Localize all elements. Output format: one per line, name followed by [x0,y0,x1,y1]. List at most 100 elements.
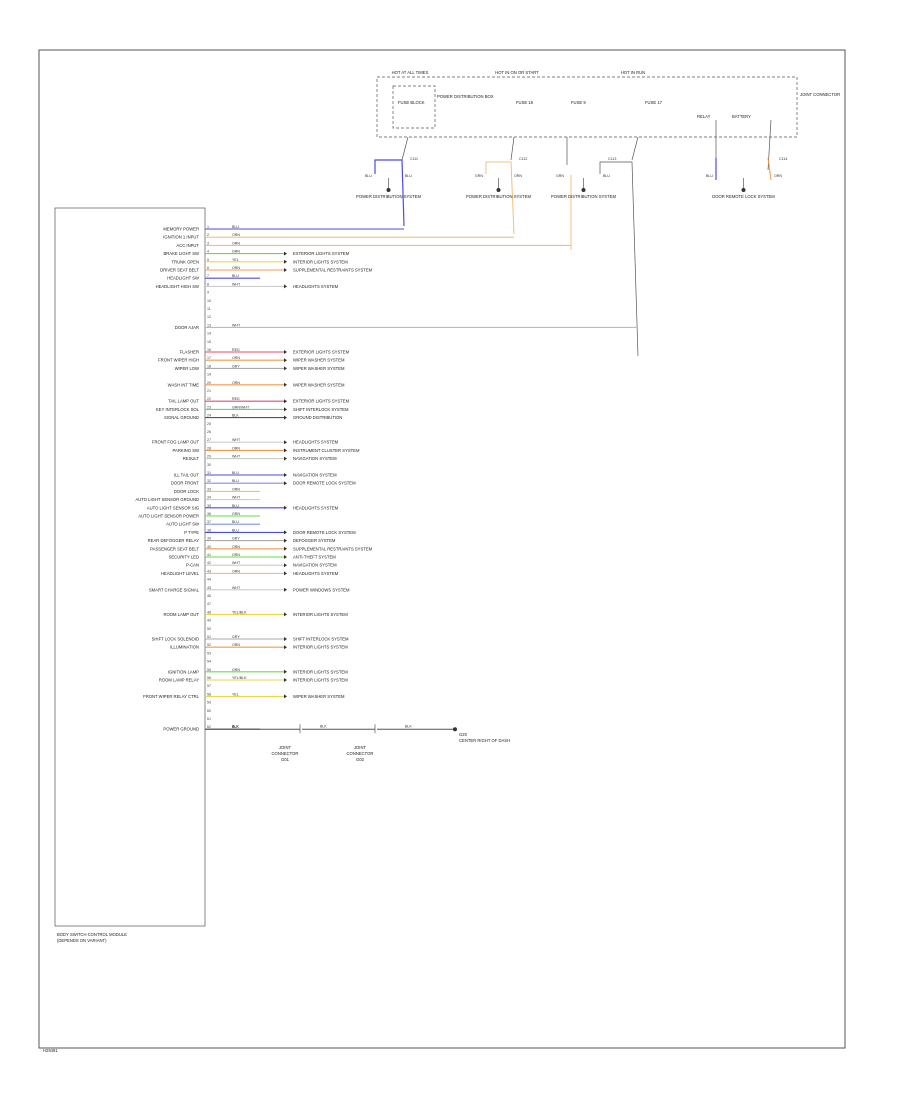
wire-code: BLU [232,471,239,475]
pin-row-label: AUTO LIGHT SENSOR GROUND [135,497,199,502]
pin-row-label: AUTO LIGHT SENSOR POWER [138,514,199,519]
outer-frame [38,49,846,1049]
connector-arrow-icon [284,456,287,461]
pin-number: 43 [207,569,211,573]
destination-system: POWER WINDOWS SYSTEM [293,587,350,592]
pin-number: 49 [207,619,211,623]
top-drops [374,119,772,357]
pin-number: 5 [207,258,209,262]
connector-arrow-icon [284,440,287,445]
pin-number: 3 [207,241,209,245]
wire-code: WHT [232,561,241,565]
destination-system: GROUND DISTRIBUTION [293,415,342,420]
pin-number: 56 [207,676,211,680]
pin-row-label: PARKING SW [173,448,199,453]
pin-number: 25 [207,422,211,426]
pin-number: 58 [207,692,211,696]
pin-number: 4 [207,250,209,254]
destination-system: HEADLIGHTS SYSTEM [293,505,339,510]
wire-code: BLU [232,504,239,508]
connector-arrow-icon [284,284,287,289]
pin-number: 55 [207,668,211,672]
pin-number: 42 [207,561,211,565]
wire-code: YEL/BLK [232,676,247,680]
pin-number: 46 [207,594,211,598]
wire-code: WHT [232,455,241,459]
wire-code: WHT [232,586,241,590]
pin-number: 57 [207,684,211,688]
joint-label-1: JOINT [354,745,367,750]
pin-number: 13 [207,323,211,327]
wire-code: ORN [232,643,240,647]
connector-arrow-icon [284,259,287,264]
pin-number: 11 [207,307,211,311]
wire-code: YEL/BLK [232,610,247,614]
connector-arrow-icon [284,555,287,559]
destination-system: HEADLIGHTS SYSTEM [293,571,339,576]
pin-number: 47 [207,602,211,606]
wire-code: BLU [232,528,239,532]
pin-row-label: POWER GROUND [163,727,199,732]
joint-label-2: CONNECTOR [347,751,374,756]
ground-wire-code: BLK [320,725,327,729]
pin-row-label: DOOR FRONT [171,481,200,486]
connector-arrow-icon [284,473,287,477]
pin-row-label: ROOM LAMP RELAY [159,678,199,683]
wire-code: BLU [232,274,239,278]
pin-row-label: P-CAN [186,563,199,568]
destination-system: NAVIGATION SYSTEM [293,456,337,461]
connector-arrow-icon [284,268,287,272]
connector-arrow-icon [284,678,287,682]
destination-system: EXTERIOR LIGHTS SYSTEM [293,350,350,355]
connector-arrow-icon [284,538,287,543]
top-label-2: HOT IN RUN [621,70,645,75]
pin-number: 16 [207,348,211,352]
pin-number: 17 [207,356,211,360]
top-ground-ref: C113 [608,157,616,161]
pin-number: 23 [207,405,211,409]
pin-number: 32 [207,479,211,483]
pin-row: 59 [207,701,211,705]
pin-number: 28 [207,446,211,450]
top-ground-left-wire: BLU [365,174,372,178]
top-ground-left-wire: GRN [556,174,564,178]
pin-number: 31 [207,471,211,475]
pin-row: 12 [207,315,211,319]
pin-row-label: IGNITION LAMP [168,669,199,674]
top-label-5: FUSE 18 [516,100,534,105]
pin-row: 44 [207,578,211,582]
top-label-6: FUSE 9 [571,100,586,105]
connector-arrow-icon [284,563,287,568]
connector-arrow-icon [284,358,287,363]
pin-row: 47 [207,602,211,606]
top-label-4: FUSE BLOCK [398,100,425,105]
pin-row-label: DOOR LOCK [174,489,199,494]
connector-arrow-icon [284,587,287,592]
connector-arrow-icon [284,448,287,453]
connector-arrow-icon [284,366,287,371]
wire-code: GRN [232,512,240,516]
pin-number: 6 [207,266,209,270]
pin-number: 7 [207,274,209,278]
destination-system: DOOR REMOTE LOCK SYSTEM [293,530,356,535]
destination-system: EXTERIOR LIGHTS SYSTEM [293,399,350,404]
